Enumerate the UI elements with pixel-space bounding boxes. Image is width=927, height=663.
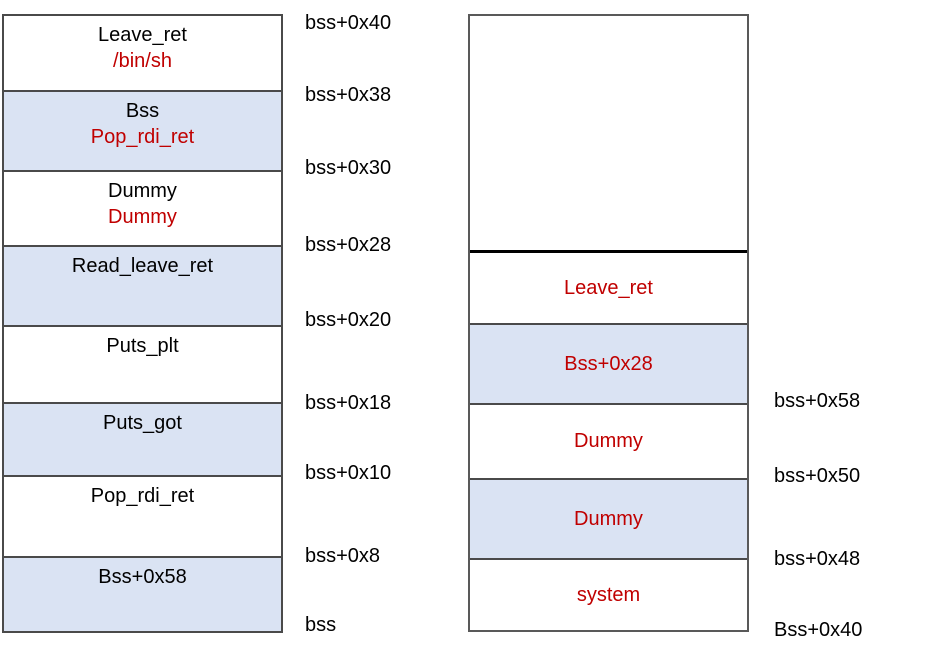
address-label: bss+0x40 <box>305 12 392 34</box>
address-label: Bss+0x40 <box>774 619 863 641</box>
address-label: bss+0x50 <box>774 465 861 487</box>
cell-label: Bss+0x58 <box>98 566 187 588</box>
cell-label: Pop_rdi_ret <box>90 485 195 507</box>
address-label: bss+0x30 <box>305 157 392 179</box>
cell-sublabel: Dummy <box>108 206 177 228</box>
left-stack-table: Leave_ret /bin/sh Bss Pop_rdi_ret Dummy … <box>2 14 283 633</box>
empty-memory-region <box>470 16 747 253</box>
address-label: bss+0x28 <box>305 234 392 256</box>
memory-cell: system <box>470 560 747 630</box>
memory-cell: Pop_rdi_ret <box>4 477 281 558</box>
cell-label: Leave_ret <box>564 276 653 299</box>
memory-cell: Read_leave_ret <box>4 247 281 327</box>
cell-label: Puts_plt <box>106 335 179 357</box>
memory-cell: Puts_got <box>4 404 281 477</box>
cell-label: Leave_ret <box>98 24 187 46</box>
cell-label: Dummy <box>574 430 643 452</box>
address-label: bss+0x58 <box>774 390 861 412</box>
memory-cell: Bss+0x28 <box>470 325 747 405</box>
cell-sublabel: Pop_rdi_ret <box>90 126 195 148</box>
cell-label: Puts_got <box>103 412 182 434</box>
memory-cell: Leave_ret /bin/sh <box>4 16 281 92</box>
address-label: bss+0x18 <box>305 392 392 414</box>
cell-label: system <box>576 583 641 606</box>
memory-cell: Bss+0x58 <box>4 558 281 631</box>
address-label: bss+0x38 <box>305 84 392 106</box>
address-label: bss <box>305 614 337 636</box>
cell-sublabel: /bin/sh <box>113 50 172 72</box>
memory-cell: Leave_ret <box>470 253 747 325</box>
cell-label: Dummy <box>108 180 177 202</box>
address-label: bss+0x20 <box>305 309 392 331</box>
memory-cell: Dummy <box>470 405 747 480</box>
cell-label: Read_leave_ret <box>71 255 214 277</box>
address-label: bss+0x10 <box>305 462 392 484</box>
cell-label: Bss+0x28 <box>564 352 653 375</box>
cell-label: Dummy <box>574 507 643 530</box>
memory-cell: Dummy Dummy <box>4 172 281 247</box>
cell-label: Bss <box>125 100 160 122</box>
memory-cell: Dummy <box>470 480 747 560</box>
memory-cell: Bss Pop_rdi_ret <box>4 92 281 172</box>
right-stack-box: Leave_ret Bss+0x28 Dummy Dummy system <box>468 14 749 632</box>
address-label: bss+0x8 <box>305 545 381 567</box>
memory-cell: Puts_plt <box>4 327 281 404</box>
address-label: bss+0x48 <box>774 548 861 570</box>
